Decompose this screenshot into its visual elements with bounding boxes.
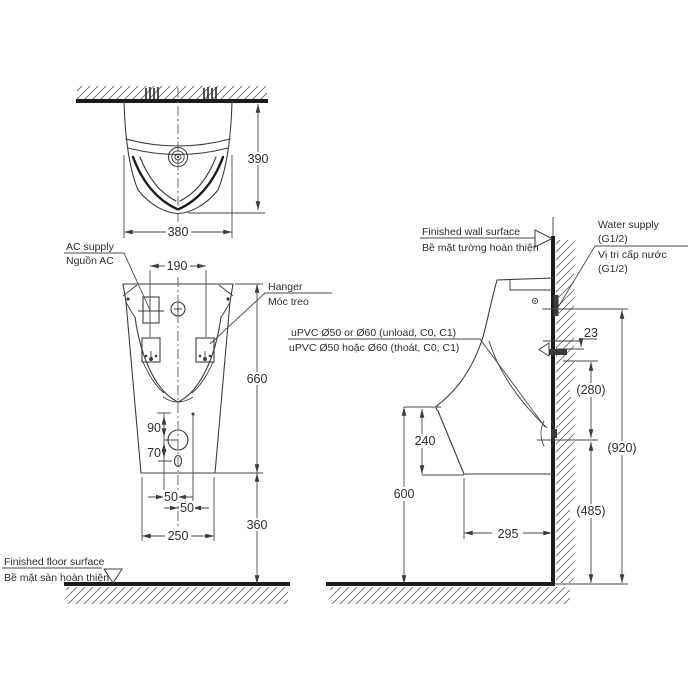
hanger-leader [209, 292, 332, 345]
floor-hatch-left [66, 587, 288, 604]
ac-supply-label-vi: Nguồn AC [66, 255, 114, 267]
side-top-edge [496, 277, 554, 281]
drain-pipe-label-vi: uPVC Ø50 hoặc Ø60 (thoát, C0, C1) [289, 342, 459, 354]
dim-295: 295 [498, 527, 519, 541]
water-supply-size-vi: (G1/2) [598, 263, 628, 275]
side-underside [437, 410, 465, 475]
plan-bowl-right [177, 155, 225, 211]
dim-360: 360 [247, 518, 268, 532]
side-bolt-dot [534, 300, 536, 302]
plan-outline-left [123, 100, 179, 215]
top-view [123, 88, 233, 222]
dim-23: 23 [584, 326, 598, 340]
dim-660: 660 [247, 372, 268, 386]
front-view [122, 277, 234, 527]
side-view [435, 277, 580, 475]
dim-600: 600 [394, 487, 415, 501]
floor-left [64, 582, 290, 604]
dim-90: 90 [147, 421, 161, 435]
wall-hatch [556, 240, 574, 583]
floor-label-en: Finished floor surface [4, 556, 105, 568]
side-rim-rebate [509, 280, 553, 291]
floor-hatch-right [330, 587, 570, 604]
dim-190: 190 [167, 259, 188, 273]
ac-supply-leader [64, 252, 151, 311]
anchor-bolt-marks [145, 87, 217, 99]
wall-label-en: Finished wall surface [422, 226, 520, 238]
side-front-profile [438, 279, 498, 405]
plan-bowl-inner-right [179, 156, 217, 202]
drain-pipe-label-en: uPVC Ø50 or Ø60 (unload, C0, C1) [291, 327, 456, 339]
water-supply-label-en: Water supply [598, 219, 660, 231]
drain-pipe-leader [288, 338, 546, 428]
side-bowl-interior [488, 340, 548, 429]
front-bowl-inner-curves [142, 361, 214, 394]
plan-bowl-left [131, 155, 179, 211]
fixing-dot-left [126, 297, 130, 301]
front-corner-chamfers [122, 284, 234, 297]
fixing-dot-right [226, 297, 230, 301]
floor-level-triangle [103, 568, 123, 584]
dim-50-right: 50 [180, 501, 194, 515]
supply-pipe-in-wall [553, 295, 559, 316]
wall-section [326, 217, 628, 604]
dim-390: 390 [248, 152, 269, 166]
plan-outline-right [177, 100, 233, 215]
hanger-right [195, 337, 215, 363]
side-bolt-hole [531, 297, 539, 305]
ac-supply-box [142, 296, 160, 324]
hanger-label-en: Hanger [268, 281, 303, 293]
front-drain-recess [162, 396, 194, 403]
dim-50-left: 50 [164, 490, 178, 504]
wall-level-triangle [534, 229, 554, 248]
upper-drain-spud [538, 340, 580, 357]
plan-wall-hatch [77, 86, 267, 100]
text-labels: AC supply Nguồn AC Hanger Móc treo 390 3… [4, 152, 667, 584]
water-supply-size-en: (G1/2) [598, 233, 628, 245]
dim-380: 380 [168, 225, 189, 239]
ac-supply-label-en: AC supply [66, 241, 115, 253]
wall-label-vi: Bề mặt tường hoàn thiện [422, 242, 539, 254]
plan-wall-section [76, 86, 268, 103]
side-front-lip [435, 403, 440, 412]
dimension-label-backgrounds [163, 152, 643, 542]
dim-250: 250 [168, 529, 189, 543]
dim-485: (485) [576, 504, 605, 518]
dim-280: (280) [576, 383, 605, 397]
dim-240: 240 [415, 434, 436, 448]
dim-920: (920) [607, 441, 636, 455]
water-supply-label-vi: Vị tri cấp nước [598, 249, 667, 261]
lower-drain-outlet [540, 419, 557, 449]
hanger-label-vi: Móc treo [268, 296, 309, 308]
front-shoulder-lines [125, 301, 231, 318]
dim-70: 70 [147, 446, 161, 460]
floor-label-vi: Bề mặt sàn hoàn thiện [4, 572, 109, 584]
plan-bowl-inner-left [139, 156, 177, 202]
water-supply-leader [556, 245, 688, 310]
leader-lines [2, 229, 688, 584]
